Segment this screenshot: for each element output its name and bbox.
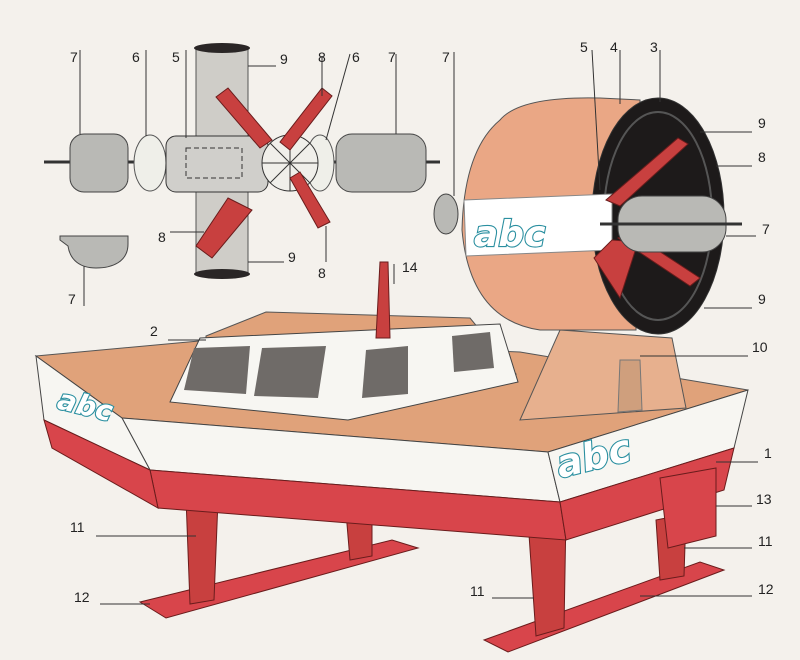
callouts: 7 6 5 9 8 6 7 8 9 8 7 7 5 4 3 9 8 7 xyxy=(68,39,774,605)
label-2: 2 xyxy=(150,323,158,339)
label-6-right: 6 xyxy=(352,49,360,65)
ring-left xyxy=(133,134,167,192)
label-7-top-left: 7 xyxy=(70,49,78,65)
rudder-block xyxy=(659,467,717,549)
antenna xyxy=(375,261,391,339)
label-11-left: 11 xyxy=(70,519,85,535)
blade-bottom-left xyxy=(195,197,253,259)
logo-duct: abc xyxy=(474,214,545,255)
label-11-front-right: 11 xyxy=(470,583,485,599)
label-12-right: 12 xyxy=(758,581,774,597)
skid-right xyxy=(482,561,726,653)
fan-blade-1 xyxy=(605,137,689,207)
fan-support-pylon xyxy=(519,329,687,421)
label-11-right: 11 xyxy=(758,533,773,549)
blade-top-right xyxy=(279,87,333,151)
label-3: 3 xyxy=(650,39,658,55)
end-cap-right xyxy=(335,133,427,193)
label-13: 13 xyxy=(756,491,772,507)
label-14: 14 xyxy=(402,259,418,275)
label-10: 10 xyxy=(752,339,768,355)
label-5-duct: 5 xyxy=(580,39,588,55)
leg-front-left xyxy=(185,497,219,605)
label-9-upper-left: 9 xyxy=(280,51,288,67)
skid-left xyxy=(138,539,420,619)
hovercraft-body: abc abc xyxy=(34,261,749,653)
label-12-left: 12 xyxy=(74,589,90,605)
hub-cylinder xyxy=(165,135,269,193)
cabin-window-2 xyxy=(254,346,326,398)
exploded-propeller-assembly xyxy=(44,43,440,279)
label-9-duct-upper: 9 xyxy=(758,115,766,131)
blade-top-left xyxy=(215,87,273,149)
label-7-top-mid: 7 xyxy=(388,49,396,65)
cabin-window-4 xyxy=(452,332,494,372)
label-8-duct: 8 xyxy=(758,149,766,165)
end-cap-left xyxy=(69,133,129,193)
hull-left-red xyxy=(43,419,159,509)
label-7-duct-right: 7 xyxy=(762,221,770,237)
label-8-lower-mid: 8 xyxy=(318,265,326,281)
cabin-window-3 xyxy=(362,346,408,398)
label-7-duct-left: 7 xyxy=(442,49,450,65)
hull-right-red xyxy=(559,447,735,541)
cabin-window-1 xyxy=(184,346,250,394)
separate-end-cap xyxy=(59,235,129,269)
label-9-lower-left: 9 xyxy=(288,249,296,265)
label-5-left: 5 xyxy=(172,49,180,65)
label-8-upper: 8 xyxy=(318,49,326,65)
label-9-duct-lower: 9 xyxy=(758,291,766,307)
label-8-lower-left: 8 xyxy=(158,229,166,245)
fan-rear-cap xyxy=(433,193,459,235)
blade-bottom-right xyxy=(289,171,331,229)
label-7-cap: 7 xyxy=(68,291,76,307)
label-4: 4 xyxy=(610,39,618,55)
label-6-left: 6 xyxy=(132,49,140,65)
ducted-fan: abc xyxy=(433,97,742,335)
label-1: 1 xyxy=(764,445,772,461)
